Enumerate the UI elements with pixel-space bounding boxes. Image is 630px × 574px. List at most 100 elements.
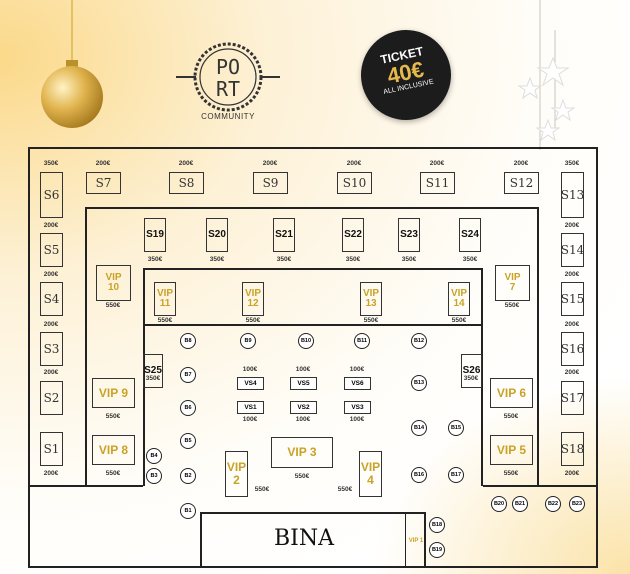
table-vip-9[interactable]: VIP 9 bbox=[92, 378, 135, 408]
table-s16[interactable]: S16 bbox=[561, 332, 584, 366]
bar-table-b6[interactable]: B6 bbox=[180, 400, 196, 416]
price-s23: 350€ bbox=[401, 256, 417, 263]
table-vip-13[interactable]: VIP 13 bbox=[360, 282, 382, 316]
ornament-ball-icon bbox=[41, 0, 103, 128]
table-s4[interactable]: S4 bbox=[40, 282, 63, 316]
price-s15: 200€ bbox=[564, 271, 580, 278]
table-s7[interactable]: S7 bbox=[86, 172, 121, 194]
table-s5[interactable]: S5 bbox=[40, 233, 63, 267]
price-s3: 200€ bbox=[43, 321, 59, 328]
table-s14[interactable]: S14 bbox=[561, 233, 584, 267]
table-vs2[interactable]: VS2 bbox=[290, 401, 317, 414]
price-s14: 200€ bbox=[564, 222, 580, 229]
wall-line bbox=[28, 147, 30, 568]
table-vs4[interactable]: VS4 bbox=[237, 377, 264, 390]
bar-table-b4[interactable]: B4 bbox=[146, 448, 162, 464]
table-s9[interactable]: S9 bbox=[253, 172, 288, 194]
table-vs3[interactable]: VS3 bbox=[344, 401, 371, 414]
bar-table-b22[interactable]: B22 bbox=[545, 496, 561, 512]
table-s19[interactable]: S19 bbox=[144, 218, 166, 252]
table-vip-3[interactable]: VIP 3 bbox=[271, 437, 333, 468]
table-s3[interactable]: S3 bbox=[40, 332, 63, 366]
bar-table-b10[interactable]: B10 bbox=[298, 333, 314, 349]
price-vs1: 100€ bbox=[242, 416, 258, 423]
table-vip-6[interactable]: VIP 6 bbox=[490, 378, 533, 408]
bar-table-b9[interactable]: B9 bbox=[240, 333, 256, 349]
table-s22[interactable]: S22 bbox=[342, 218, 364, 252]
table-vs5[interactable]: VS5 bbox=[290, 377, 317, 390]
table-s1[interactable]: S1 bbox=[40, 432, 63, 466]
table-vip-12[interactable]: VIP 12 bbox=[242, 282, 264, 316]
price-s4: 200€ bbox=[43, 271, 59, 278]
price-s9: 200€ bbox=[262, 160, 278, 167]
bar-table-b21[interactable]: B21 bbox=[512, 496, 528, 512]
price-vs2: 100€ bbox=[295, 416, 311, 423]
logo-subtitle: COMMUNITY bbox=[201, 112, 255, 121]
bar-table-b2[interactable]: B2 bbox=[180, 468, 196, 484]
price-vip-8: 550€ bbox=[105, 470, 121, 477]
price-vs6: 100€ bbox=[349, 366, 365, 373]
table-vs6[interactable]: VS6 bbox=[344, 377, 371, 390]
bar-table-b17[interactable]: B17 bbox=[448, 467, 464, 483]
bar-table-b18[interactable]: B18 bbox=[429, 517, 445, 533]
price-vip-12: 550€ bbox=[245, 317, 261, 324]
port-logo: PO RT bbox=[176, 42, 280, 112]
table-vip-5[interactable]: VIP 5 bbox=[490, 435, 533, 465]
price-s10: 200€ bbox=[346, 160, 362, 167]
price-vip-11: 550€ bbox=[157, 317, 173, 324]
table-s10[interactable]: S10 bbox=[337, 172, 372, 194]
table-vip-7[interactable]: VIP 7 bbox=[495, 265, 530, 301]
bar-table-b3[interactable]: B3 bbox=[146, 468, 162, 484]
table-vip-10[interactable]: VIP 10 bbox=[96, 265, 131, 301]
price-s20: 350€ bbox=[209, 256, 225, 263]
wall-line bbox=[483, 485, 598, 487]
bar-table-b12[interactable]: B12 bbox=[411, 333, 427, 349]
price-s19: 350€ bbox=[147, 256, 163, 263]
price-vs5: 100€ bbox=[295, 366, 311, 373]
table-s21[interactable]: S21 bbox=[273, 218, 295, 252]
bar-table-b16[interactable]: B16 bbox=[411, 467, 427, 483]
table-s15[interactable]: S15 bbox=[561, 282, 584, 316]
bar-table-b23[interactable]: B23 bbox=[569, 496, 585, 512]
price-vip-5: 550€ bbox=[503, 470, 519, 477]
table-s26[interactable]: S26 bbox=[461, 354, 482, 388]
bar-table-b7[interactable]: B7 bbox=[180, 367, 196, 383]
bar-table-b14[interactable]: B14 bbox=[411, 420, 427, 436]
bar-table-b13[interactable]: B13 bbox=[411, 375, 427, 391]
table-vip-2[interactable]: VIP 2 bbox=[225, 451, 248, 497]
price-s18: 200€ bbox=[564, 470, 580, 477]
bar-table-b20[interactable]: B20 bbox=[491, 496, 507, 512]
table-s13[interactable]: S13 bbox=[561, 172, 584, 218]
table-s20[interactable]: S20 bbox=[206, 218, 228, 252]
price-vip-13: 550€ bbox=[363, 317, 379, 324]
bar-table-b15[interactable]: B15 bbox=[448, 420, 464, 436]
table-s12[interactable]: S12 bbox=[504, 172, 539, 194]
bar-table-b8[interactable]: B8 bbox=[180, 333, 196, 349]
table-s11[interactable]: S11 bbox=[420, 172, 455, 194]
table-vip-14[interactable]: VIP 14 bbox=[448, 282, 470, 316]
star-ornament-icon bbox=[517, 0, 576, 150]
table-s17[interactable]: S17 bbox=[561, 381, 584, 415]
table-vip-11[interactable]: VIP 11 bbox=[154, 282, 176, 316]
bar-table-b19[interactable]: B19 bbox=[429, 542, 445, 558]
price-s16: 200€ bbox=[564, 321, 580, 328]
price-s1: 200€ bbox=[43, 470, 59, 477]
table-s8[interactable]: S8 bbox=[169, 172, 204, 194]
table-s2[interactable]: S2 bbox=[40, 381, 63, 415]
price-s25: 350€ bbox=[145, 375, 161, 382]
table-vip-4[interactable]: VIP 4 bbox=[359, 451, 382, 497]
wall-line bbox=[85, 207, 539, 209]
table-s6[interactable]: S6 bbox=[40, 172, 63, 218]
bar-table-b5[interactable]: B5 bbox=[180, 433, 196, 449]
bar-table-b11[interactable]: B11 bbox=[354, 333, 370, 349]
table-s25[interactable]: S25 bbox=[143, 354, 163, 388]
table-vip-1[interactable]: VIP 1 bbox=[405, 514, 426, 568]
bar-table-b1[interactable]: B1 bbox=[180, 503, 196, 519]
table-vip-8[interactable]: VIP 8 bbox=[92, 435, 135, 465]
table-vs1[interactable]: VS1 bbox=[237, 401, 264, 414]
table-s24[interactable]: S24 bbox=[459, 218, 481, 252]
price-s8: 200€ bbox=[178, 160, 194, 167]
table-s23[interactable]: S23 bbox=[398, 218, 420, 252]
table-s18[interactable]: S18 bbox=[561, 432, 584, 466]
svg-text:PO: PO bbox=[216, 55, 240, 79]
